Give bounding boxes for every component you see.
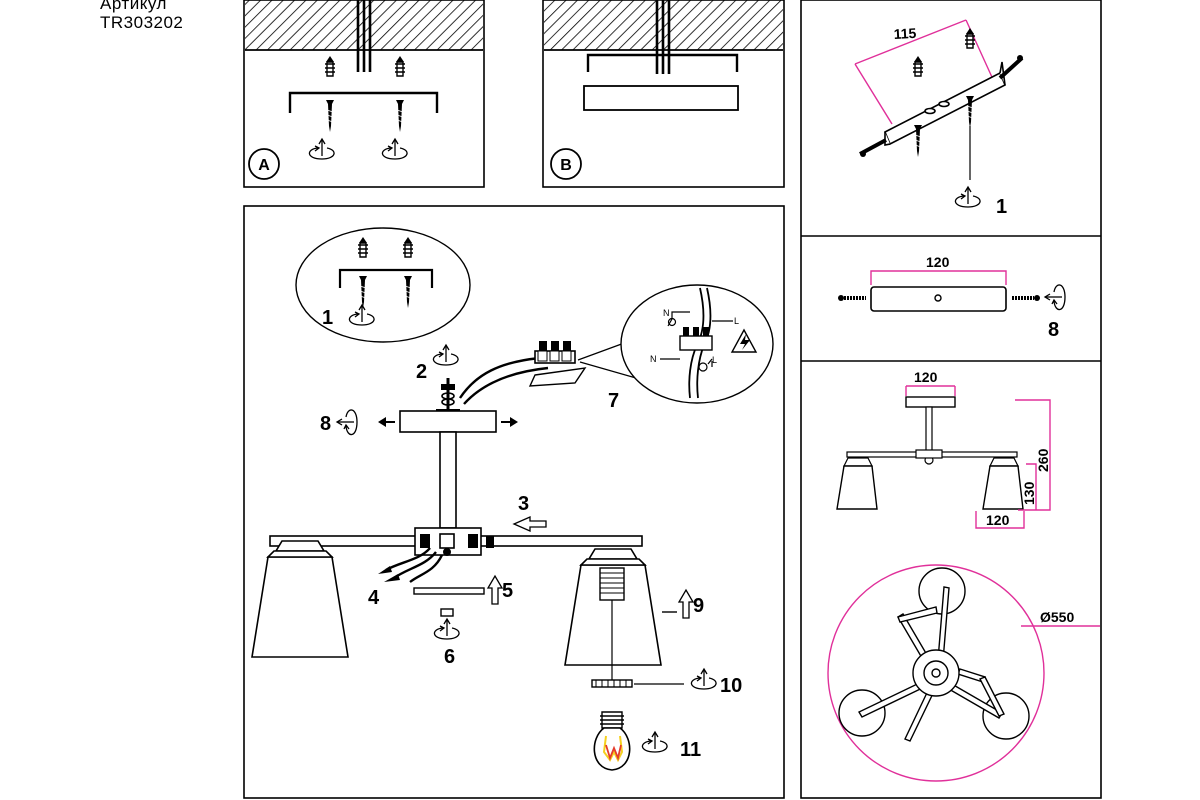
rotate-icon <box>1044 284 1066 311</box>
screw-icon <box>403 275 413 309</box>
step-8-label: 8 <box>320 413 331 435</box>
plate-dimension: 120 <box>926 254 950 270</box>
right-column-frame <box>800 0 1102 799</box>
wire-n-bottom: N <box>650 354 657 364</box>
plate-step-label: 8 <box>1048 319 1059 341</box>
canopy-plate-b <box>583 85 739 111</box>
step-3-label: 3 <box>518 493 529 515</box>
mounting-bar-a <box>288 91 439 113</box>
cover-plate <box>413 587 485 595</box>
top-view <box>838 567 1030 742</box>
terminal-block <box>528 341 587 387</box>
shade-ring <box>591 679 684 688</box>
step-4-label: 4 <box>368 587 380 609</box>
screw-icon <box>325 99 335 133</box>
rotate-icon <box>433 618 460 640</box>
wire-n-top: N <box>663 308 670 318</box>
step1-inset: 1 <box>295 227 471 343</box>
rotate-icon <box>432 344 459 366</box>
bracket-panel: 115 1 <box>854 19 1024 218</box>
bracket-dimension: 115 <box>893 25 917 42</box>
shade-width-dimension: 120 <box>986 512 1010 528</box>
rotate-icon <box>641 731 668 753</box>
shade-right <box>564 548 662 666</box>
bracket-bar <box>883 61 1007 146</box>
step-7-label: 7 <box>608 390 619 412</box>
socket <box>599 567 625 682</box>
rotate-icon <box>690 668 717 690</box>
finial <box>440 608 454 617</box>
plate-dimension-line <box>870 270 1007 285</box>
rotate-icon <box>954 186 981 208</box>
wall-anchor-icon <box>964 27 976 49</box>
mount-plate-panel: 120 8 <box>838 254 1066 341</box>
plate <box>870 286 1007 312</box>
step-3-arrow-icon <box>512 516 547 532</box>
hub-connectors <box>420 533 494 556</box>
diameter-dimension: Ø550 <box>1040 609 1074 625</box>
article-code: TR303202 <box>100 13 184 32</box>
step-11-label: 11 <box>680 739 701 761</box>
screw-icon <box>395 99 405 133</box>
panel-b-badge: B <box>560 157 572 174</box>
step-10-label: 10 <box>720 675 742 697</box>
step-9-arrow-icon <box>677 588 695 619</box>
wall-anchor-icon <box>912 55 924 77</box>
panel-a-badge: A <box>258 157 270 174</box>
panel-a: A <box>243 0 485 188</box>
step-9-label: 9 <box>693 595 704 617</box>
wall-anchor-icon <box>324 55 336 77</box>
arm-right <box>475 535 643 547</box>
step-5-label: 5 <box>502 580 513 602</box>
wall-anchor-icon <box>357 236 369 258</box>
wire-l-bottom: L <box>712 355 717 365</box>
high-voltage-warning-icon <box>730 328 758 353</box>
height-dimension: 260 <box>1035 448 1051 472</box>
step-5-arrow-icon <box>486 574 504 605</box>
light-bulb-icon <box>593 711 631 771</box>
step-1-label: 1 <box>322 307 333 329</box>
ceiling-wires-a <box>356 0 372 72</box>
wire-l-top: L <box>734 316 739 326</box>
wiring-detail: N L N L <box>620 284 774 404</box>
mounting-plate <box>378 410 518 433</box>
step-2-label: 2 <box>416 361 427 383</box>
rotate-icon <box>308 138 335 160</box>
main-assembly-panel: 1 2 7 <box>243 205 785 799</box>
stem <box>439 431 457 529</box>
dim-shade-left <box>836 457 878 510</box>
panel-b: B <box>542 0 785 188</box>
center-threaded-rod <box>436 378 460 412</box>
article-header: Артикул TR303202 <box>100 0 183 32</box>
shade-left <box>251 540 349 658</box>
wall-anchor-icon <box>394 55 406 77</box>
rotate-icon <box>348 304 375 326</box>
diameter-circle <box>827 564 1045 782</box>
rotate-horizontal-icon <box>336 409 358 436</box>
supply-wires <box>459 356 549 405</box>
step-6-label: 6 <box>444 646 455 668</box>
screw-icon <box>358 275 368 309</box>
wall-anchor-icon <box>402 236 414 258</box>
canopy-dimension: 120 <box>914 369 938 385</box>
dimensions-panel: 120 260 130 120 Ø550 <box>827 369 1100 782</box>
rotate-icon <box>381 138 408 160</box>
ceiling-wires-b <box>655 0 671 74</box>
shade-height-dimension: 130 <box>1021 481 1037 505</box>
article-label: Артикул <box>100 0 167 13</box>
dim-shade-right <box>982 457 1024 510</box>
mounting-bar-b <box>586 53 739 72</box>
bracket-step-label: 1 <box>996 196 1007 218</box>
